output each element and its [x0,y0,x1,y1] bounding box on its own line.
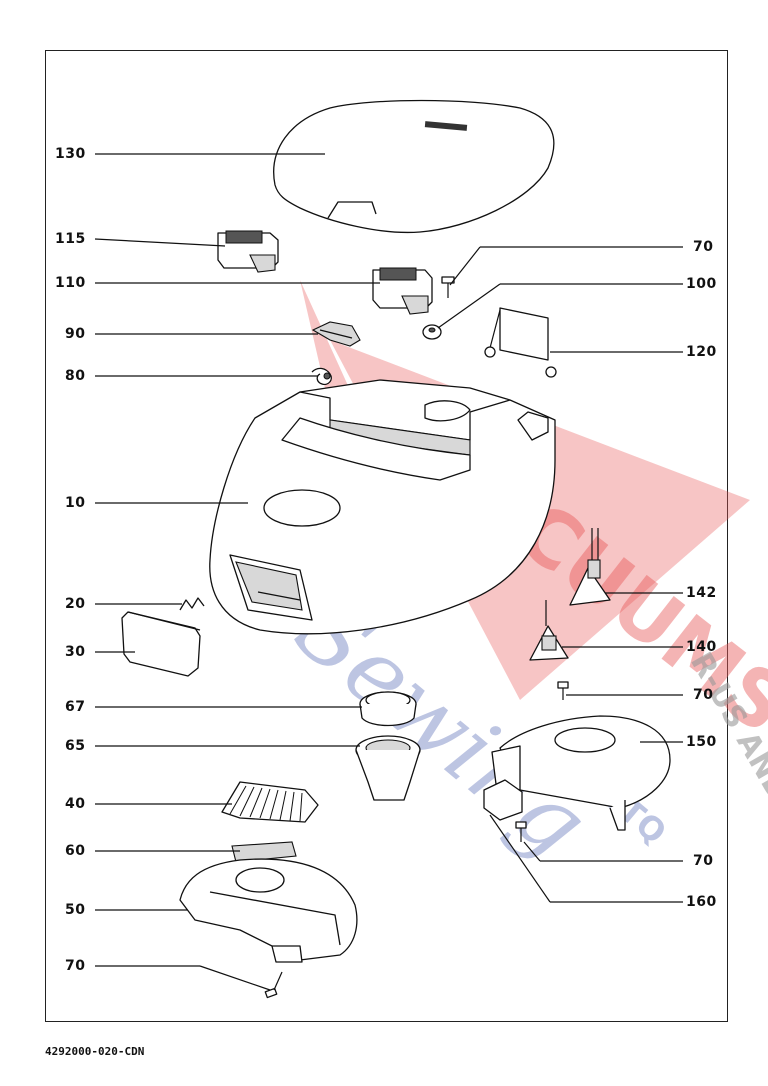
callout-67: 67 [65,699,86,715]
part-60-strip [231,841,297,863]
part-10-main-body [209,379,556,635]
callout-110: 110 [55,275,86,291]
part-67-ring [359,691,417,727]
part-140-connector [529,600,569,661]
callout-160: 160 [686,894,717,910]
callout-60: 60 [65,843,86,859]
part-100-bushing [422,324,442,340]
callout-50: 50 [65,902,86,918]
callout-150: 150 [686,734,717,750]
part-80-spring [311,367,332,386]
part-150-housing [491,715,671,831]
callout-20: 20 [65,596,86,612]
part-120-bracket [484,307,557,378]
callout-40: 40 [65,796,86,812]
part-160-bracket [483,779,523,821]
callout-142: 142 [686,585,717,601]
part-110-switch [372,267,433,315]
callout-90: 90 [65,326,86,342]
part-70-screw-bottom [264,971,283,999]
cover-logo [424,121,468,131]
part-70-screw-top [441,276,455,298]
callout-70-mid: 70 [693,687,714,703]
callout-70-bottom: 70 [65,958,86,974]
part-50-base [179,858,358,963]
leader-lines [94,153,683,991]
part-30-door [121,611,201,677]
part-65-seal [355,735,421,801]
part-142-connector [569,528,611,606]
callout-70-right: 70 [693,853,714,869]
callout-65: 65 [65,738,86,754]
part-20-spring [179,597,205,611]
part-90-latch [311,321,361,347]
callout-130: 130 [55,146,86,162]
callout-70-top: 70 [693,239,714,255]
callout-100: 100 [686,276,717,292]
part-40-filter [221,781,319,823]
callout-120: 120 [686,344,717,360]
callout-140: 140 [686,639,717,655]
part-130-top-cover [273,99,555,234]
callout-80: 80 [65,368,86,384]
callout-30: 30 [65,644,86,660]
document-number: 4292000-020-CDN [45,1045,145,1058]
part-70-screw-mid [557,681,569,700]
callout-10: 10 [65,495,86,511]
callout-115: 115 [55,231,86,247]
part-115-switch [217,230,279,273]
drawing-frame [45,50,728,1022]
part-70-screw-right [515,821,527,842]
